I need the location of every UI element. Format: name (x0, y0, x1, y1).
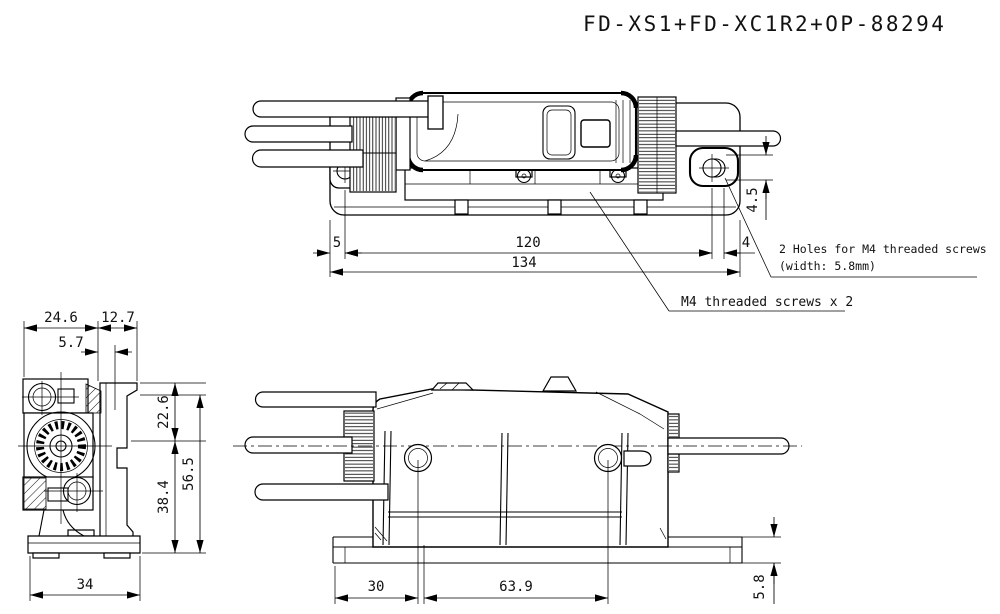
dim-base-thickness: 5.8 (752, 574, 768, 599)
dim-edge-to-hole: 5 (333, 235, 341, 251)
mounting-ear-right (688, 146, 740, 188)
note-mounting-holes-line2: (width: 5.8mm) (779, 259, 876, 273)
screw-tip (623, 450, 652, 467)
display-window (542, 105, 576, 160)
dim-slot-offset: 4 (742, 235, 750, 251)
side-view: 24.6 12.7 5.7 22.6 38.4 56.5 34 (18, 310, 206, 601)
note-m4-screws: M4 threaded screws x 2 (681, 295, 853, 310)
drawing-title: FD-XS1+FD-XC1R2+OP-88294 (583, 12, 946, 36)
note-mounting-holes-line1: 2 Holes for M4 threaded screws (779, 242, 987, 256)
side-view-dimensions: 24.6 12.7 5.7 22.6 38.4 56.5 34 (23, 310, 206, 601)
dim-edge-to-screw: 30 (368, 579, 385, 595)
leader-line (724, 177, 772, 278)
base-plate-side (27, 529, 141, 559)
cable (675, 130, 782, 147)
bracket-plate-side (99, 382, 138, 541)
cable-gland-left (349, 114, 397, 193)
setting-button (580, 119, 611, 148)
top-tab (430, 382, 475, 391)
dim-screw-pitch: 63.9 (499, 579, 533, 595)
housing-ribs (374, 430, 667, 546)
cut-cable-hatch (23, 477, 47, 510)
cable (244, 436, 353, 454)
foot-edge (38, 509, 45, 537)
dim-slot-height: 4.5 (745, 187, 761, 212)
dim-base-depth: 34 (77, 577, 94, 593)
housing-outline (372, 388, 669, 548)
bracket-tab (633, 199, 648, 215)
dim-bracket-depth: 12.7 (101, 310, 135, 326)
cable-gland-right (637, 96, 677, 194)
front-view: 30 63.9 5.8 (233, 376, 802, 604)
cable (254, 391, 377, 408)
cable (254, 483, 389, 501)
top-view: 5 120 4 134 4.5 2 Holes for M4 threaded … (244, 90, 987, 312)
base-plate-front (332, 536, 743, 564)
dim-head-offset: 5.7 (58, 335, 83, 351)
front-view-dimensions: 30 63.9 5.8 (334, 460, 781, 604)
top-view-dimensions: 5 120 4 134 4.5 (313, 136, 773, 277)
top-view-notes: 2 Holes for M4 threaded screws (width: 5… (589, 177, 987, 312)
cable (252, 100, 434, 118)
foot-edge (62, 509, 85, 537)
bracket-tab (454, 199, 469, 215)
cable (244, 125, 353, 143)
dim-upper-height: 22.6 (156, 395, 172, 429)
bracket-tab (547, 199, 562, 215)
cut-cable-hatch (85, 383, 102, 414)
leader-line (589, 191, 670, 312)
dim-total-height: 56.5 (181, 457, 197, 491)
connector-latch (427, 95, 444, 130)
mounting-plate (404, 166, 664, 215)
dim-lower-height: 38.4 (156, 480, 172, 514)
dim-head-depth: 24.6 (44, 310, 78, 326)
top-latch-bump (541, 376, 578, 392)
m4-screw-front (593, 443, 652, 473)
dim-total-length: 134 (511, 255, 536, 271)
dim-hole-to-slot: 120 (515, 235, 540, 251)
cable (251, 149, 364, 168)
sensor-head-side (18, 372, 112, 524)
